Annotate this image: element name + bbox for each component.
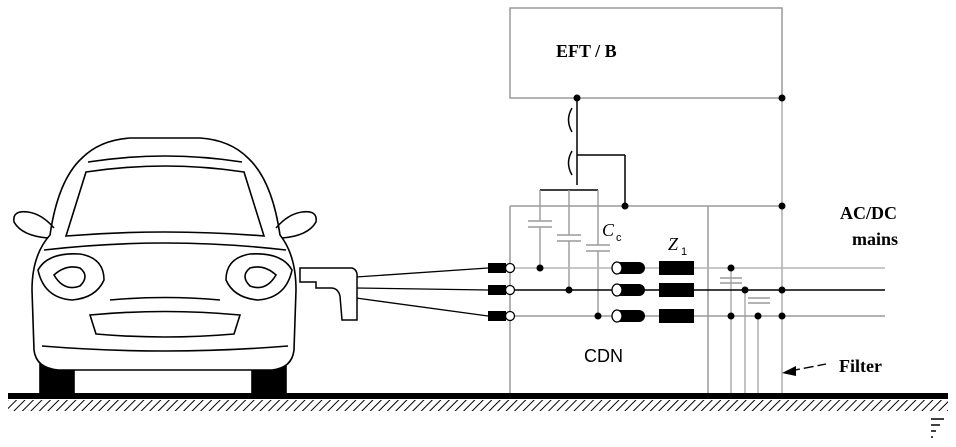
ferrite-chokes [611,261,645,323]
cc-label-sub: c [616,232,622,244]
ground-node-top [778,202,786,210]
filter-arrow [782,363,827,376]
z1-label-sub: 1 [681,246,687,258]
eft-generator-label: EFT / B [556,41,617,61]
cdn-box [509,205,782,393]
charging-cable [355,267,489,317]
z1-label-main: Z [668,234,679,254]
eft-generator-box: EFT / B [509,7,783,99]
line-nodes [536,264,786,320]
filter-label: Filter [839,356,882,376]
generator-node-right [778,94,786,102]
z1-impedances [659,261,694,323]
cdn-label: CDN [584,346,623,366]
cc-label: C c [602,220,622,244]
z1-label: Z 1 [668,234,687,258]
charging-plug [299,267,358,321]
generator-node-left [573,94,581,102]
ground-plane [8,393,948,411]
cdn-node-top [621,202,629,210]
coupling-wire [540,98,626,206]
mains-label-line2: mains [852,229,898,249]
coupling-capacitors [528,190,610,316]
car-icon [12,137,318,395]
filter-frame [730,98,783,393]
cdn-input-terminals [488,262,516,322]
ground-symbol [931,418,944,438]
cc-label-main: C [602,220,615,240]
filter-capacitors [720,277,770,304]
mains-label-line1: AC/DC [840,203,897,223]
